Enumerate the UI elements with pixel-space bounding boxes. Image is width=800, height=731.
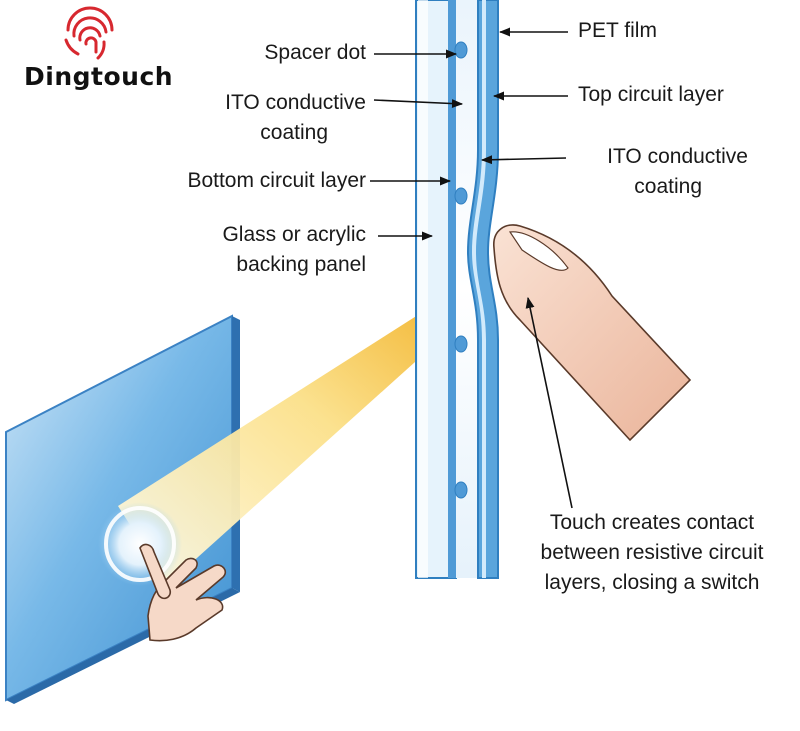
label-bottom-circuit: Bottom circuit layer [187,169,366,192]
label-ito-right: ITO conductive coating [560,142,748,202]
label-backing-panel-line1: Glass or acrylic [222,223,366,246]
label-ito-right-line1: ITO conductive [607,145,748,168]
label-pet-film: PET film [578,19,657,42]
label-backing-panel: Glass or acrylic backing panel [150,220,366,280]
finger-right [493,224,692,442]
label-spacer-dot: Spacer dot [264,41,366,64]
label-ito-left-line1: ITO conductive [225,91,366,114]
logo-fingerprint-icon [64,6,114,60]
spacer-dot [454,335,468,353]
magnification-beam [118,278,484,584]
label-backing-panel-line2: backing panel [236,253,366,276]
label-top-circuit: Top circuit layer [578,83,724,106]
label-ito-right-line2: coating [634,175,702,198]
label-ito-left: ITO conductive coating [166,88,366,148]
label-leaders [370,27,573,509]
label-touch-note-line1: Touch creates contact [549,511,755,534]
logo-wordmark: Dingtouch [24,62,174,91]
layer-stack [415,0,499,579]
label-touch-note-line3: layers, closing a switch [544,571,760,594]
spacer-dot [454,187,468,205]
label-touch-note: Touch creates contact between resistive … [512,508,792,598]
touch-point-glow [98,502,182,586]
label-touch-note-line2: between resistive circuit [540,541,764,564]
label-ito-left-line2: coating [260,121,328,144]
spacer-dot [454,481,468,499]
hand-left [139,543,227,642]
spacer-dot [454,41,468,59]
